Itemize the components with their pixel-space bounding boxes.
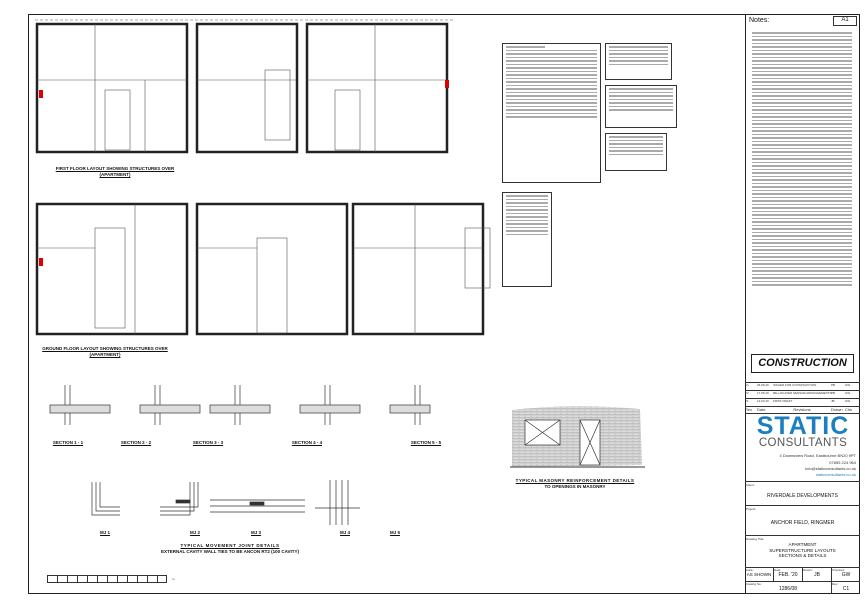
date-cell: 26.06.20: [757, 383, 769, 387]
drawn-header: Drawn: [831, 407, 843, 412]
desc-cell: RE-LOCATED SENSOR ARRANGEMENTS: [773, 391, 832, 395]
drawn-label: Drawn:: [803, 568, 813, 572]
first-floor-plan: [35, 19, 455, 154]
section-5-title: SECTION 5 - 5: [410, 440, 442, 445]
truss-notes-box: [502, 43, 601, 183]
date-label: Date:: [774, 568, 782, 572]
section-3-title: SECTION 3 - 3: [192, 440, 224, 445]
desc-cell: FIRST DRAFT: [773, 399, 793, 403]
first-floor-title: FIRST FLOOR LAYOUT SHOWING STRUCTURES OV…: [55, 166, 175, 171]
company-email: info@staticconsultants.co.uk: [805, 466, 856, 471]
project-field: Project: ANCHOR FIELD, RINGMER: [745, 505, 860, 535]
title-block: [745, 14, 860, 594]
lintel-schedule-box: [502, 192, 552, 287]
general-notes: [749, 30, 855, 340]
drawing-title-line3: SECTIONS & DETAILS: [778, 553, 827, 558]
section-2-title: SECTION 2 - 2: [120, 440, 152, 445]
joints-subtitle: EXTERNAL CAVITY WALL TIES TO BE ANCON RT…: [160, 549, 300, 554]
drawing-title-line2: SUPERSTRUCTURE LAYOUTS: [769, 547, 836, 553]
mj2-title: MJ 2: [189, 530, 200, 535]
chk-cell: GW: [845, 391, 851, 395]
rev-cell: C1: [745, 383, 749, 387]
scale-value: AS SHOWN: [746, 572, 772, 577]
company-address: 4 Downsview Road, Eastbourne BN20 9PT: [779, 453, 856, 458]
masonry-subtitle: TO OPENINGS IN MASONRY: [544, 484, 606, 489]
date-value: FEB. '20: [778, 572, 798, 578]
client-value: RIVERDALE DEVELOPMENTS: [767, 493, 838, 499]
scale-bar: [47, 575, 167, 583]
floor-loading-box: [605, 133, 667, 171]
drawing-no-value: 1286/08: [778, 586, 798, 592]
rev-cell: P1: [745, 399, 749, 403]
section-1-title: SECTION 1 - 1: [52, 440, 84, 445]
scale-bar-unit: m: [172, 577, 175, 581]
client-field: Client: RIVERDALE DEVELOPMENTS: [745, 481, 860, 505]
revision-table: C1 26.06.20 ISSUED FOR CONSTRUCTION PB GW P2…: [745, 382, 860, 414]
company-logo: STATIC: [756, 412, 850, 440]
section-4-title: SECTION 4 - 4: [291, 440, 323, 445]
ground-floor-plan: [35, 202, 491, 336]
drawn-value: JB: [814, 572, 820, 578]
drawn-cell: PB: [831, 391, 836, 395]
checked-value: GW: [841, 572, 851, 578]
chk-cell: GW: [845, 383, 851, 387]
company-phone: 07855 224 964: [829, 460, 856, 465]
project-value: ANCHOR FIELD, RINGMER: [770, 520, 835, 526]
drawn-cell: JB: [831, 399, 835, 403]
drawing-no-label: Drawing No:: [745, 582, 762, 586]
date-cell: 17.05.20: [757, 391, 769, 395]
notes-title: Notes:: [749, 17, 770, 24]
mj1-title: MJ 1: [99, 530, 110, 535]
mj3-title: MJ 3: [250, 530, 261, 535]
client-label: Client:: [746, 483, 755, 487]
masonry-title: TYPICAL MASONRY REINFORCEMENT DETAILS: [515, 478, 635, 483]
drawing-title-field: Drawing Title: APARTMENT SUPERSTRUCTURE …: [745, 535, 860, 567]
mj4-title: MJ 4: [339, 530, 350, 535]
revisions-header: Revisions: [793, 407, 811, 412]
sections-row: [49, 385, 431, 425]
scale-date-row: Scale:AS SHOWN Date:FEB. '20 Drawn:JB Ch…: [745, 567, 860, 581]
masonry-reinforcement-detail: [510, 406, 645, 468]
loading-table-box: [605, 43, 672, 80]
status-stamp: CONSTRUCTION: [751, 354, 854, 373]
drawn-cell: PB: [831, 383, 836, 387]
movement-joint-details: [91, 480, 360, 525]
date-header: Date: [757, 407, 766, 412]
drawing-title-label: Drawing Title:: [746, 537, 765, 541]
rev-cell: P2: [745, 391, 749, 395]
sheet-size: A1: [833, 16, 857, 26]
drawing-title-line1: APARTMENT: [788, 542, 817, 547]
company-logo-subtitle: CONSULTANTS: [758, 437, 848, 449]
ground-floor-title: GROUND FLOOR LAYOUT SHOWING STRUCTURES O…: [42, 346, 168, 351]
drawing-border: [28, 14, 860, 594]
first-floor-subtitle: (APARTMENT): [99, 172, 131, 177]
project-label: Project:: [746, 507, 757, 511]
date-cell: 12.03.20: [757, 399, 769, 403]
scale-label: Scale:: [745, 568, 754, 572]
drawing-number-row: Drawing No: 1286/08 Rev:C1: [745, 581, 860, 594]
chk-cell: GW: [845, 399, 851, 403]
chk-header: Chk: [845, 407, 853, 412]
blockwork-strength-box: [605, 85, 677, 128]
desc-cell: ISSUED FOR CONSTRUCTION: [773, 383, 817, 387]
checked-label: Checked:: [832, 568, 845, 572]
mj5-title: MJ 5: [389, 530, 400, 535]
joints-title: TYPICAL MOVEMENT JOINT DETAILS: [180, 543, 280, 548]
rev-label: Rev:: [832, 582, 839, 586]
company-website[interactable]: staticconsultants.co.uk: [815, 472, 856, 477]
rev-header: Rev: [745, 407, 753, 412]
ground-floor-subtitle: (APARTMENT): [89, 352, 121, 357]
rev-value: C1: [842, 586, 850, 592]
